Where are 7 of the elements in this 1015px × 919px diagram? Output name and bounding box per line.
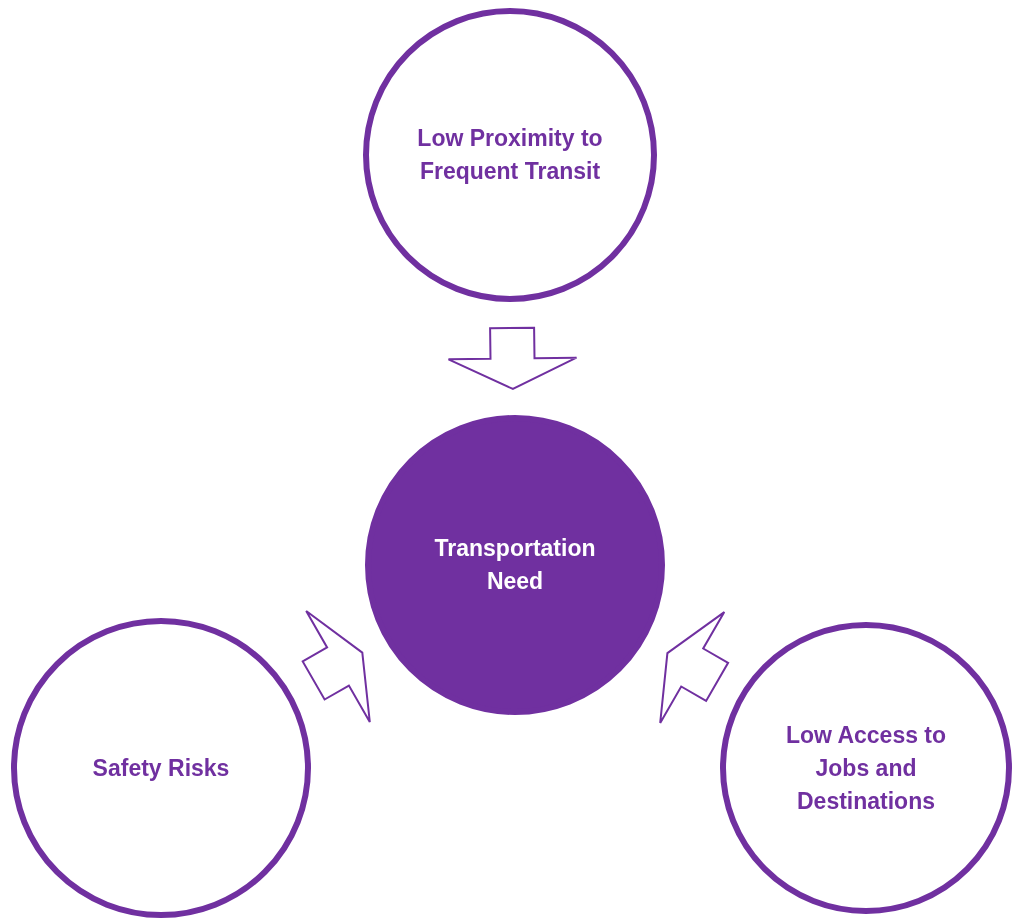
node-label: Transportation Need	[433, 534, 597, 596]
node-label: Safety Risks	[91, 753, 231, 783]
node-label: Low Proximity to Frequent Transit	[416, 124, 604, 186]
block-arrow	[301, 610, 371, 723]
node-label: Low Access to Jobs and Destinations	[784, 720, 948, 816]
block-arrow	[447, 326, 578, 391]
block-arrow	[659, 611, 730, 724]
